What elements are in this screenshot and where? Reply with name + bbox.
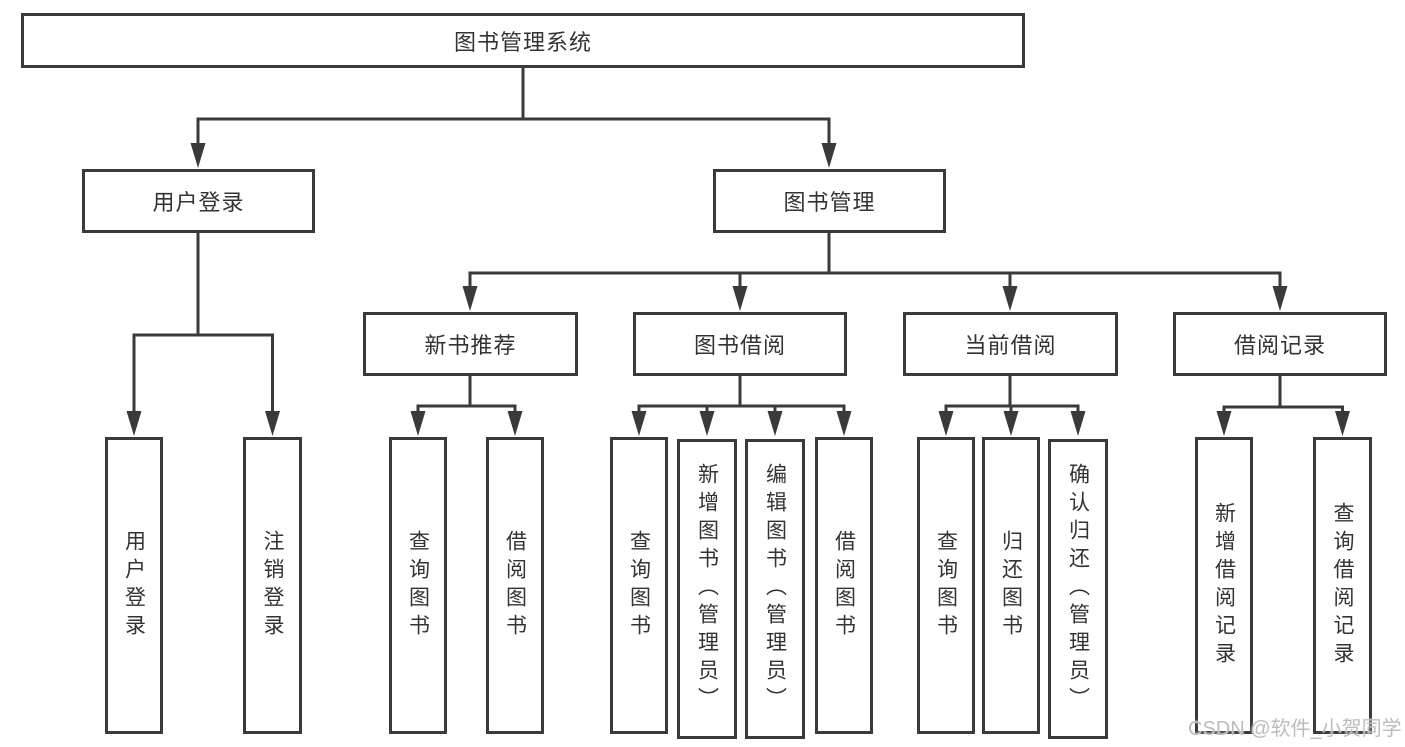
leaf-borrowing-edit-books-admin-label: 编辑图书（管理员）	[763, 463, 787, 715]
leaf-records-add-record-label: 新增借阅记录	[1212, 501, 1236, 670]
node-book-borrowing: 图书借阅	[633, 312, 847, 376]
watermark: CSDN @软件_小贺同学	[1188, 718, 1402, 740]
node-new-book-recommend: 新书推荐	[363, 312, 578, 376]
leaf-current-query-books-label: 查询图书	[934, 529, 958, 642]
leaf-logout: 注销登录	[243, 437, 302, 734]
leaf-current-return-books: 归还图书	[982, 437, 1040, 734]
leaf-records-query-record: 查询借阅记录	[1313, 437, 1372, 734]
leaf-recommend-query-books-label: 查询图书	[406, 529, 430, 642]
leaf-records-add-record: 新增借阅记录	[1195, 437, 1253, 734]
node-borrow-records: 借阅记录	[1173, 312, 1387, 376]
node-borrow-records-label: 借阅记录	[1233, 333, 1326, 358]
leaf-current-confirm-return-admin-label: 确认归还（管理员）	[1066, 463, 1090, 715]
leaf-user-login: 用户登录	[105, 437, 163, 734]
leaf-current-confirm-return-admin: 确认归还（管理员）	[1048, 439, 1108, 739]
leaf-borrowing-borrow-books: 借阅图书	[815, 437, 873, 734]
leaf-recommend-borrow-books-label: 借阅图书	[503, 529, 527, 642]
leaf-recommend-query-books: 查询图书	[389, 437, 447, 734]
leaf-borrowing-add-books-admin-label: 新增图书（管理员）	[695, 463, 719, 715]
node-book-management-label: 图书管理	[783, 190, 876, 215]
node-current-borrowing-label: 当前借阅	[964, 333, 1057, 358]
node-book-management: 图书管理	[713, 169, 946, 233]
leaf-borrowing-borrow-books-label: 借阅图书	[832, 529, 856, 642]
node-user-login: 用户登录	[82, 169, 315, 233]
node-book-borrowing-label: 图书借阅	[693, 333, 786, 358]
leaf-recommend-borrow-books: 借阅图书	[486, 437, 544, 734]
node-user-login-label: 用户登录	[152, 190, 245, 215]
leaf-borrowing-add-books-admin: 新增图书（管理员）	[677, 439, 737, 739]
node-current-borrowing: 当前借阅	[903, 312, 1118, 376]
leaf-logout-label: 注销登录	[261, 529, 284, 642]
leaf-current-return-books-label: 归还图书	[999, 529, 1023, 642]
leaf-records-query-record-label: 查询借阅记录	[1331, 501, 1354, 670]
node-root-label: 图书管理系统	[453, 29, 592, 55]
leaf-user-login-label: 用户登录	[122, 529, 146, 642]
leaf-borrowing-query-books-label: 查询图书	[627, 529, 651, 642]
leaf-borrowing-edit-books-admin: 编辑图书（管理员）	[745, 439, 805, 739]
leaf-current-query-books: 查询图书	[917, 437, 975, 734]
node-new-book-recommend-label: 新书推荐	[424, 333, 517, 358]
node-root: 图书管理系统	[21, 13, 1025, 68]
leaf-borrowing-query-books: 查询图书	[610, 437, 668, 734]
